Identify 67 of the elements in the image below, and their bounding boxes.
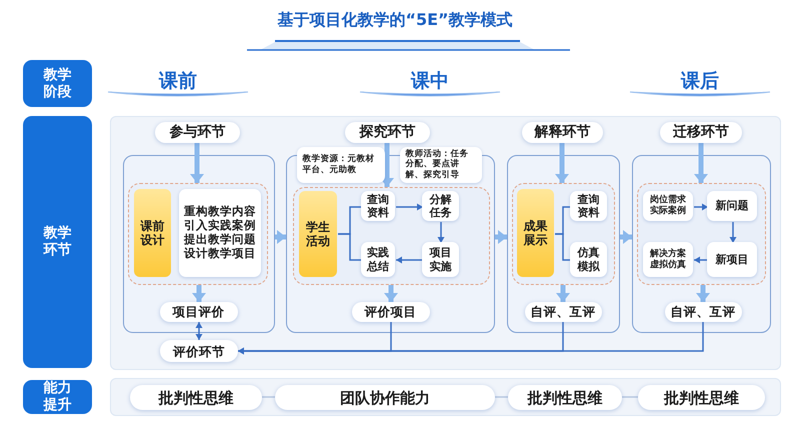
flow-arrow xyxy=(380,143,394,187)
evaluation-pill: 自评、互评 xyxy=(664,302,742,322)
activity-tag: 成果展示 xyxy=(517,189,554,277)
arrow xyxy=(396,256,423,264)
flow-arrow xyxy=(556,285,570,302)
stage-heading: 课中 xyxy=(411,69,449,94)
evaluation-pill: 项目评价 xyxy=(160,302,238,322)
evaluation-pill: 评价项目 xyxy=(352,302,430,322)
arrow xyxy=(694,256,708,264)
step-box: 新问题 xyxy=(707,191,757,221)
flow-arrow xyxy=(190,143,204,183)
connector-line xyxy=(338,233,362,261)
flow-arrow xyxy=(192,285,206,302)
row-header: 教学阶段 xyxy=(23,60,92,107)
step-box: 重构教学内容引入实践案例提出教学问题设计教学项目 xyxy=(179,189,261,277)
step-box: 项目实施 xyxy=(422,242,459,277)
evaluation-pill: 评价环节 xyxy=(160,340,238,362)
flow-arrow xyxy=(275,230,286,244)
activity-group xyxy=(128,182,268,284)
step-box: 岗位需求实际案例 xyxy=(643,191,693,221)
activity-tag: 课前设计 xyxy=(134,189,171,277)
connector-line xyxy=(495,396,508,398)
arrow xyxy=(438,222,444,243)
row-header: 能力提升 xyxy=(23,380,92,414)
stage-pill: 参与环节 xyxy=(155,122,240,143)
stage-card xyxy=(123,155,275,333)
arrow xyxy=(196,322,202,340)
activity-tag: 学生活动 xyxy=(299,191,337,277)
activity-group xyxy=(292,186,490,284)
diagram-title: 基于项目化教学的“5E”教学模式 xyxy=(276,10,514,31)
connector-line xyxy=(622,396,638,398)
flow-arrow xyxy=(620,230,632,244)
step-box: 实践总结 xyxy=(361,242,395,277)
arrow xyxy=(730,222,736,243)
stage-heading: 课前 xyxy=(159,69,197,94)
note-box: 教学资源：元教材平台、元助教 xyxy=(296,146,384,182)
flow-arrow xyxy=(696,285,710,302)
stage-card xyxy=(507,155,620,333)
ability-pill: 批判性思维 xyxy=(638,385,765,410)
stage-pill: 探究环节 xyxy=(345,122,430,143)
arrow xyxy=(396,204,423,210)
connector-line xyxy=(262,396,275,398)
activity-group xyxy=(636,182,766,284)
evaluation-pill: 自评、互评 xyxy=(524,302,602,322)
step-box: 查询资料 xyxy=(570,191,607,221)
flow-arrow xyxy=(384,285,398,302)
stage-card xyxy=(632,155,771,333)
step-box: 仿真模拟 xyxy=(570,242,607,277)
activity-group xyxy=(512,182,614,284)
arrow xyxy=(238,322,704,354)
flow-arrow xyxy=(495,230,507,244)
ability-pill: 批判性思维 xyxy=(130,385,262,410)
step-box: 查询资料 xyxy=(361,191,395,221)
ability-pill: 团队协作能力 xyxy=(275,385,495,410)
stage-pill: 解释环节 xyxy=(522,122,603,143)
stage-heading: 课后 xyxy=(681,69,719,94)
row-header: 教学环节 xyxy=(23,116,92,368)
step-box: 新项目 xyxy=(707,242,757,277)
flow-arrow xyxy=(694,143,708,183)
stage-pill: 迁移环节 xyxy=(660,122,742,143)
arrow xyxy=(694,204,708,210)
ability-pill: 批判性思维 xyxy=(508,385,622,410)
connector-line xyxy=(555,233,571,261)
step-box: 分解任务 xyxy=(422,191,459,221)
step-box: 解决方案虚拟仿真 xyxy=(643,242,693,277)
flow-arrow xyxy=(555,143,569,183)
note-box: 教师活动：任务分配、要点讲解、探究引导 xyxy=(400,146,482,182)
